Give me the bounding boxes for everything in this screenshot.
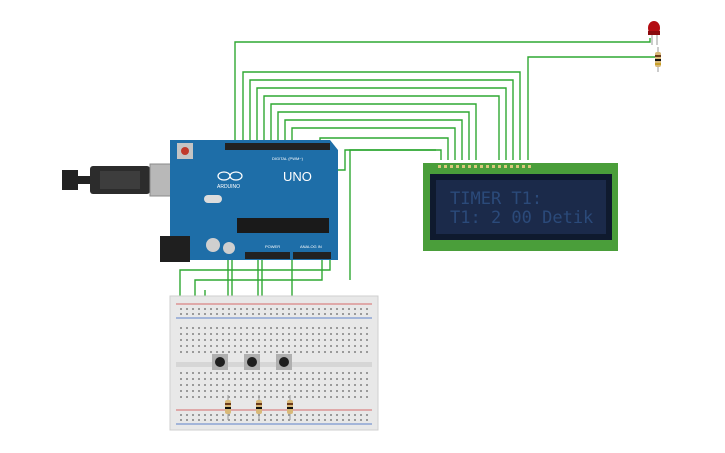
led[interactable] xyxy=(648,21,660,45)
lcd-pin xyxy=(480,165,483,168)
wire xyxy=(319,137,449,160)
push-button-3[interactable] xyxy=(276,354,292,370)
wire xyxy=(527,56,658,160)
arduino-uno-board[interactable]: DIGITAL (PWM~) ARDUINO UNO POWER ANALOG … xyxy=(160,140,338,262)
resistor-led[interactable] xyxy=(655,47,661,72)
push-button-1[interactable] xyxy=(212,354,228,370)
digital-header xyxy=(225,143,330,150)
lcd-pin xyxy=(474,165,477,168)
atmega-chip xyxy=(237,218,329,233)
lcd-line-1: TIMER T1: xyxy=(450,189,542,209)
push-button-2[interactable] xyxy=(244,354,260,370)
lcd-line-2: T1: 2 00 Detik xyxy=(450,208,593,228)
lcd-pin xyxy=(486,165,489,168)
wire xyxy=(263,95,500,160)
resistor-1[interactable] xyxy=(225,395,231,420)
lcd-pin xyxy=(456,165,459,168)
breadboard[interactable] xyxy=(169,295,379,431)
resistor-3[interactable] xyxy=(287,395,293,420)
arduino-model: UNO xyxy=(283,169,312,184)
lcd-pin xyxy=(444,165,447,168)
arduino-brand: ARDUINO xyxy=(217,184,240,190)
wire xyxy=(324,149,436,171)
lcd-pin xyxy=(528,165,531,168)
lcd-pin xyxy=(468,165,471,168)
power-jack xyxy=(160,236,190,262)
lcd-pin xyxy=(462,165,465,168)
wire xyxy=(234,38,651,140)
lcd-pin xyxy=(438,165,441,168)
wire xyxy=(277,111,470,160)
power-header-label: POWER xyxy=(265,244,280,249)
wire xyxy=(284,119,463,160)
wire xyxy=(249,79,514,160)
lcd-pin xyxy=(510,165,513,168)
lcd-pin xyxy=(504,165,507,168)
breadboard-holes xyxy=(180,308,368,421)
lcd-screen xyxy=(436,180,606,234)
lcd-pin-header xyxy=(438,165,531,168)
analog-header-label: ANALOG IN xyxy=(300,244,322,249)
resistor-2[interactable] xyxy=(256,395,262,420)
digital-header-label: DIGITAL (PWM~) xyxy=(272,156,304,161)
lcd-pin xyxy=(498,165,501,168)
wire xyxy=(242,71,521,160)
lcd-pin xyxy=(450,165,453,168)
lcd-pin xyxy=(522,165,525,168)
lcd-pin xyxy=(492,165,495,168)
wire xyxy=(256,87,507,160)
lcd-pin xyxy=(516,165,519,168)
wire xyxy=(291,127,456,160)
lcd-module[interactable]: TIMER T1: T1: 2 00 Detik xyxy=(423,163,618,251)
wire xyxy=(270,103,477,160)
